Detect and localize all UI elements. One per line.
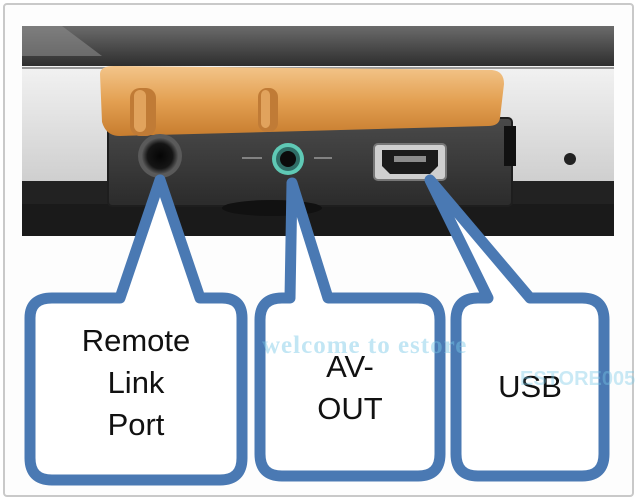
- usb-port-tongue: [394, 156, 426, 162]
- device-port-photo: [22, 26, 614, 236]
- rubber-port-cover: [100, 66, 504, 136]
- screw-hole: [564, 153, 576, 165]
- watermark-text: welcome to estore: [262, 332, 468, 359]
- callout-remote: [24, 174, 248, 486]
- bezel-highlight: [22, 26, 102, 56]
- label-usb: USB: [498, 369, 562, 404]
- label-remote-link-port: Remote Link Port: [81, 323, 191, 442]
- av-jack: [280, 151, 296, 167]
- device-top-bezel: [22, 26, 614, 66]
- label-av-out: AV- OUT: [317, 349, 383, 426]
- remote-jack: [142, 138, 178, 174]
- callout-av: [254, 177, 446, 482]
- device-illustration: [22, 26, 614, 236]
- watermark-corner: ESTORE005: [520, 368, 636, 390]
- callout-usb: [424, 174, 610, 482]
